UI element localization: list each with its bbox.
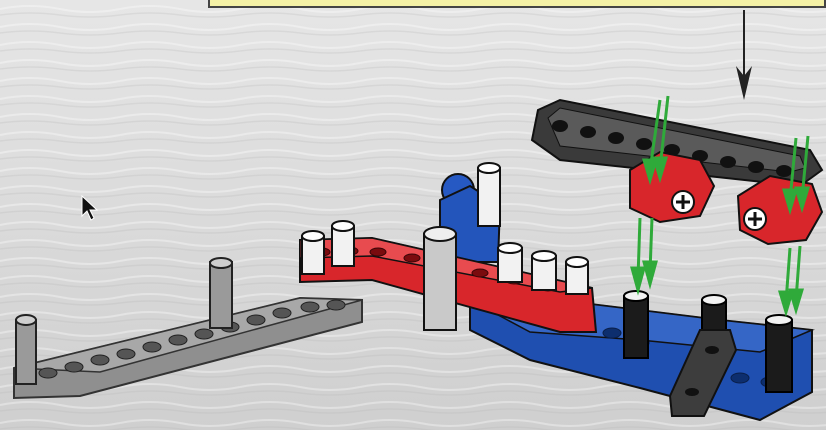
instruction-callout [208,0,826,8]
white-pin-4 [498,243,522,282]
white-pin-5 [532,251,556,290]
white-pin-6 [566,257,588,294]
black-pin-3 [766,315,792,392]
gray-axle-pin [424,227,456,330]
white-pin-2 [332,221,354,266]
gray-pin-middle [210,258,232,328]
gray-pin-left [16,315,36,384]
white-pin-1 [302,231,324,274]
black-pin-1 [624,291,648,358]
red-connector-left [630,152,714,222]
white-pin-3 [478,163,500,226]
